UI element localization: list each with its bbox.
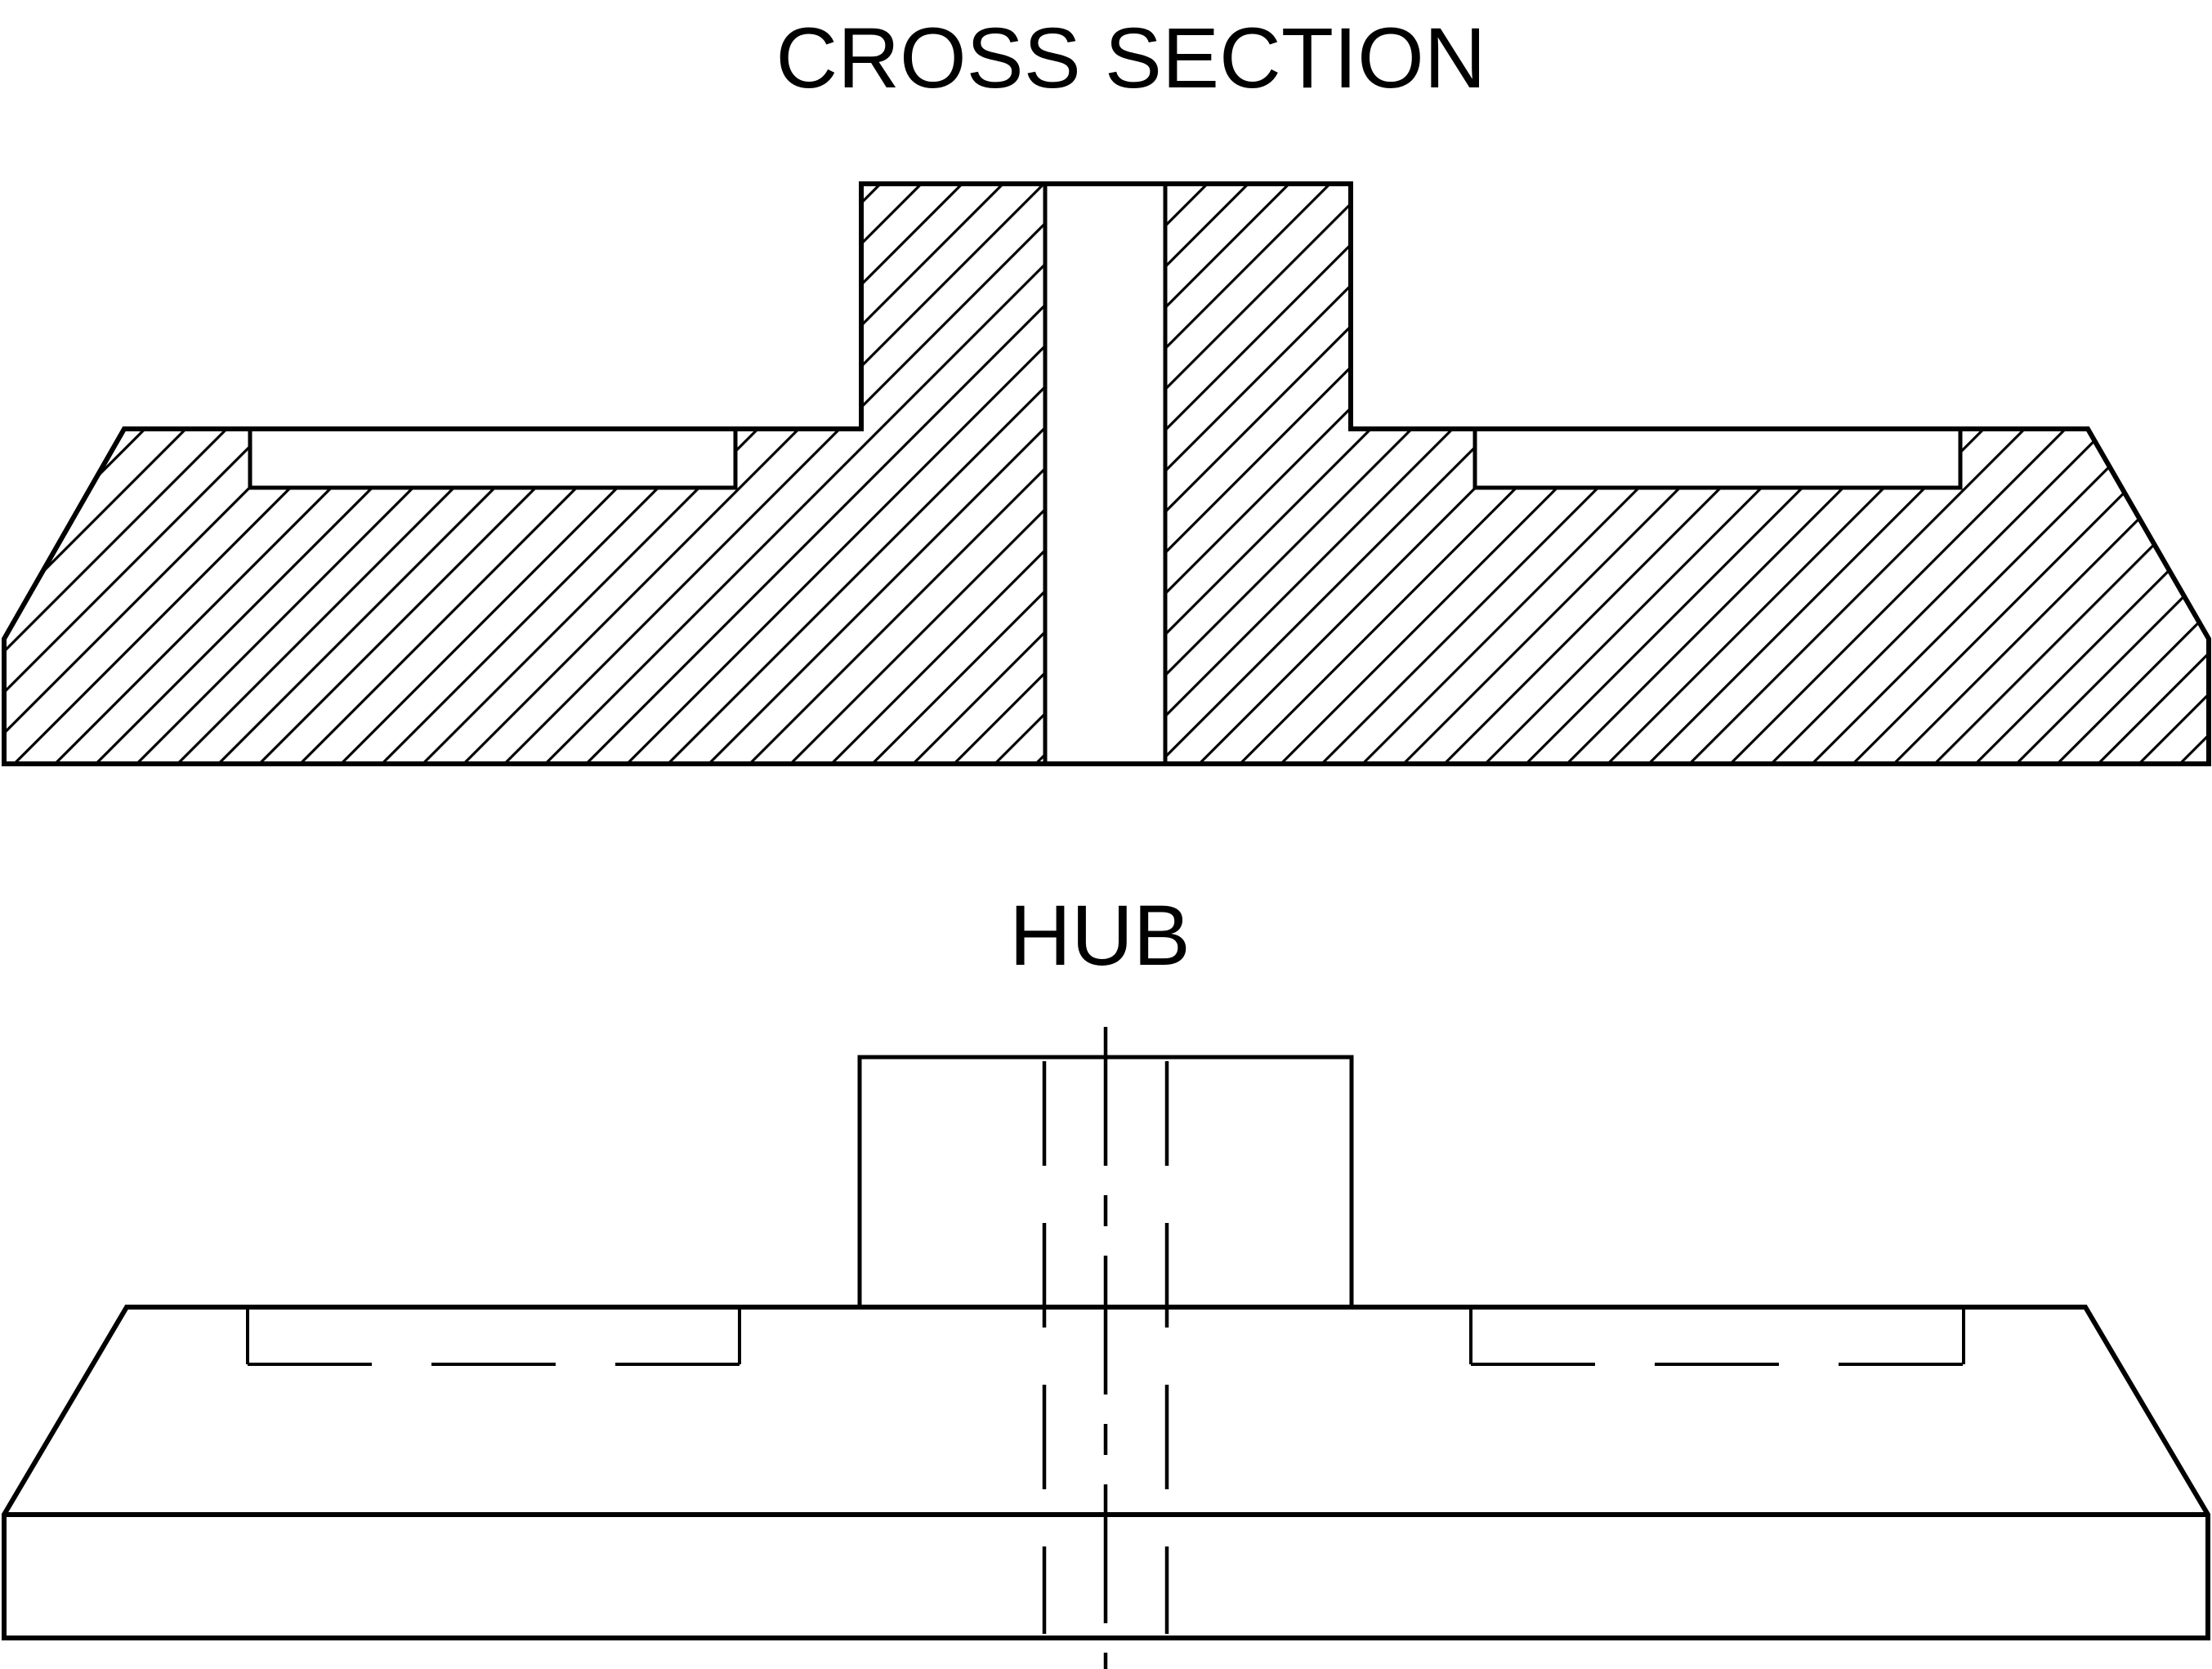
hub-bore-hole [1045, 186, 1165, 761]
cross-section-outline [2, 181, 2211, 766]
hub-title: HUB [1009, 888, 1191, 984]
right-recess [1475, 431, 1962, 488]
right-recess-outline [1472, 431, 1963, 490]
hub-block-outline [857, 1055, 1354, 1307]
cross-section-view [2, 181, 2211, 766]
hub-view [2, 1027, 2210, 1669]
left-recess [250, 431, 735, 488]
cross-section-title: CROSS SECTION [775, 11, 1486, 106]
left-recess-outline [248, 431, 738, 490]
